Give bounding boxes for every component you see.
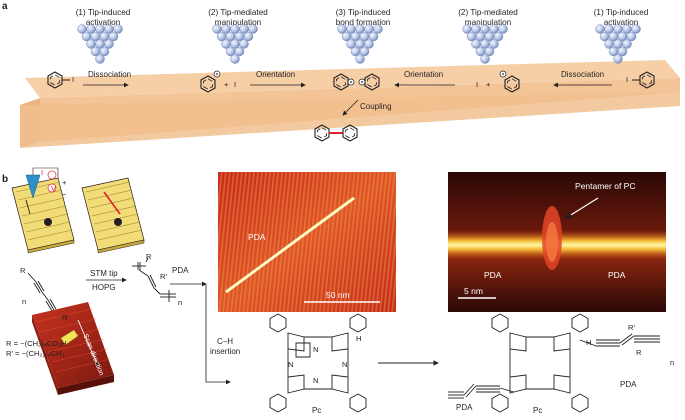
surface-slab [20, 60, 680, 148]
hopg-substrate-right [81, 177, 145, 254]
substituent-Rprime: R′ = −(CH₂)₁₄CH₃ [6, 349, 65, 358]
stm-tip-1 [77, 24, 123, 64]
pc-left-N-right: N [342, 360, 348, 369]
label-stm-tip: STM tip [90, 269, 118, 278]
polymer-n: n [178, 298, 183, 307]
pc-right-Rprime: R′ [628, 323, 635, 332]
plus-left: + [224, 80, 229, 89]
pda-chain-left [448, 383, 515, 399]
stm-tip-2 [212, 24, 258, 64]
pda-chain-right [579, 333, 660, 347]
phthalocyanine-left [269, 313, 367, 413]
label-dissociation-right: Dissociation [561, 70, 605, 79]
panel-b-letter: b [2, 174, 9, 185]
iodine-right: I [626, 75, 629, 84]
monomer-R: R [20, 266, 26, 275]
circuit-minus: − [62, 190, 67, 199]
biphenyl-product [314, 124, 358, 142]
voltage-symbol: V [51, 184, 57, 193]
iodobenzene-left [47, 71, 70, 89]
pc-left-N-bottom: N [313, 376, 319, 385]
phenyl-radical-right [499, 70, 520, 93]
pc-left-N-top: N [313, 345, 319, 354]
label-orientation-left: Orientation [256, 70, 296, 79]
monomer-n: n [22, 297, 27, 306]
stm2-pda-left: PDA [484, 270, 502, 280]
pc-left-H: H [356, 334, 362, 343]
ch-insertion-line2: insertion [210, 347, 241, 356]
monomer-Rprime: R′ [62, 313, 69, 322]
stm-tip-4 [462, 24, 508, 64]
iodine-left-free: I [234, 80, 237, 89]
arrow-ch-insertion [205, 284, 231, 385]
pc-right-H: H [586, 338, 592, 347]
stm-image-pda [218, 172, 396, 312]
polymer-R: R [146, 252, 152, 261]
pc-left-name: Pc [312, 406, 322, 415]
label-orientation-right: Orientation [404, 70, 444, 79]
pc-right-name: Pc [533, 406, 543, 415]
pc-right-R: R [636, 348, 642, 357]
phthalocyanine-right [491, 313, 589, 413]
stm2-annotation: Pentamer of PC [575, 181, 636, 191]
panel-a-letter: a [2, 1, 8, 12]
polymer-Rprime: R′ [160, 272, 167, 281]
label-dissociation-left: Dissociation [88, 70, 132, 79]
phenyl-radical-left [200, 70, 221, 93]
panel-b-diagram [11, 167, 666, 413]
ch-insertion-line1: C–H [217, 337, 234, 346]
hopg-substrate-left [11, 167, 75, 254]
substituent-R: R = −(CH₂)₈CO₂H [6, 339, 67, 348]
stm-tip-3 [337, 24, 383, 64]
label-hopg: HOPG [92, 283, 116, 292]
phenyl-pair-center [333, 73, 380, 91]
pc-left-N-left: N [288, 360, 294, 369]
scanned-surface-3d [32, 302, 114, 395]
iodine-left: I [72, 75, 75, 84]
current-symbol: I [41, 168, 44, 177]
stm1-pda-label: PDA [248, 232, 266, 242]
stm1-scale-label: 50 nm [326, 290, 350, 300]
stm-tip-5 [595, 24, 641, 64]
label-pda-product: PDA [172, 266, 189, 275]
stm2-scale-label: 5 nm [464, 286, 483, 296]
label-coupling: Coupling [360, 102, 392, 111]
iodobenzene-right [632, 71, 655, 89]
stm-image-pentamer [448, 172, 666, 312]
stm2-pda-right: PDA [608, 270, 626, 280]
pc-right-n: n [670, 358, 675, 367]
iodine-right-free: I [476, 80, 479, 89]
arrow-coupling [342, 99, 359, 116]
pda-polymer [132, 257, 176, 302]
diacetylene-monomer [25, 199, 31, 215]
plus-right: + [486, 80, 491, 89]
pc-right-pda-right: PDA [620, 380, 637, 389]
circuit-plus: + [62, 178, 67, 187]
pc-right-pda-left: PDA [456, 403, 473, 412]
panel-a-diagram [20, 24, 680, 148]
